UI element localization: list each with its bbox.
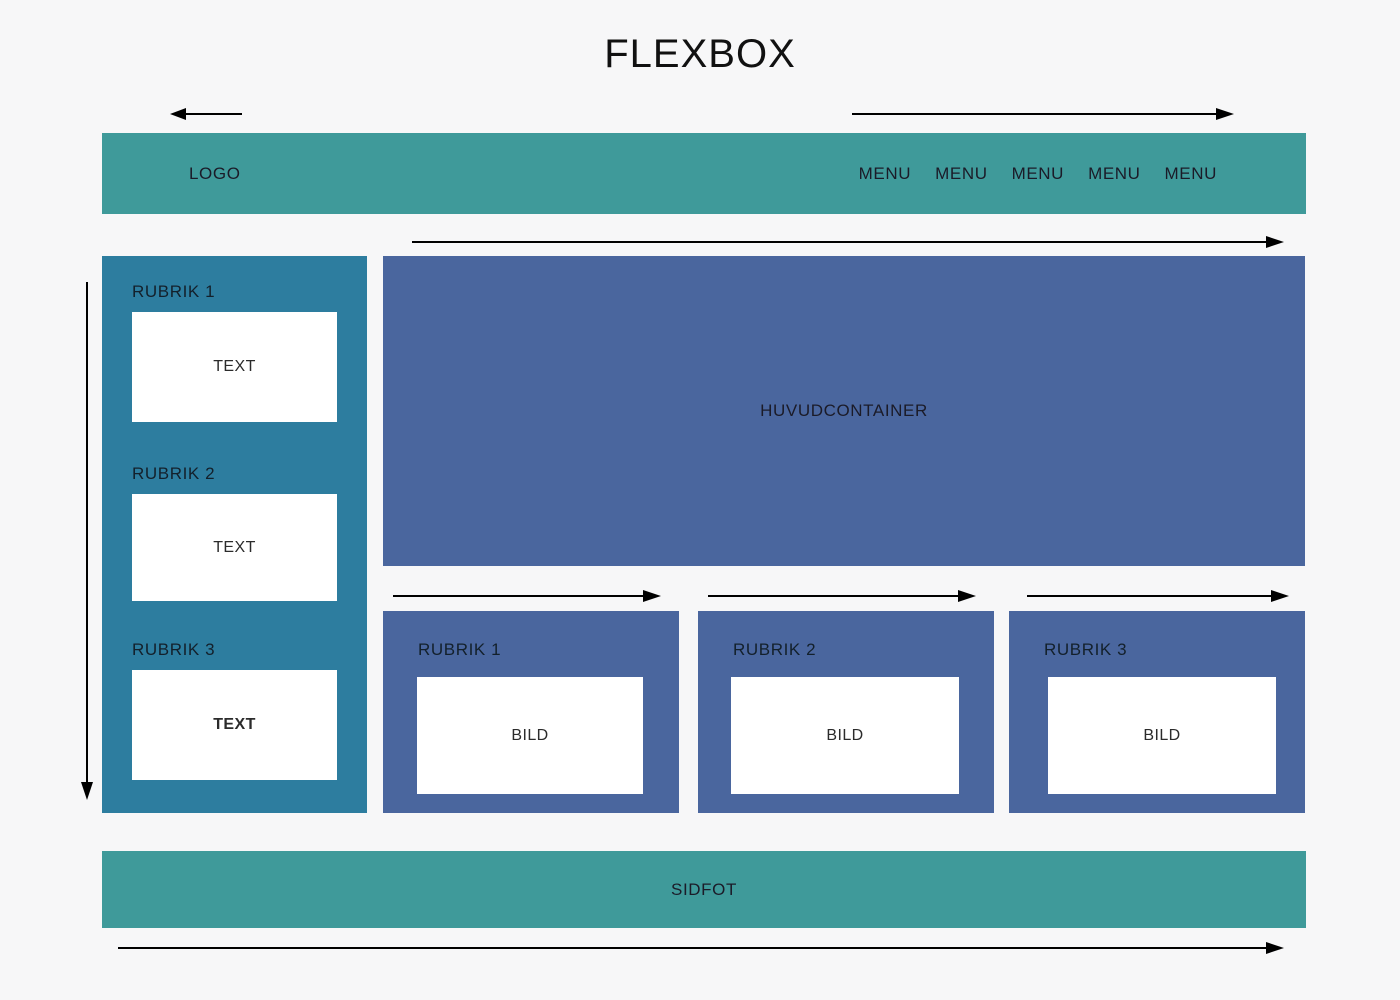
footer-bottom-arrow-icon <box>118 942 1284 954</box>
card-1-top-arrow-icon <box>393 590 661 602</box>
sidebar-section-1: RUBRIK 1 TEXT <box>132 282 337 422</box>
sidebar-heading-2: RUBRIK 2 <box>132 464 216 483</box>
card-image-label-2: BILD <box>826 726 864 744</box>
menu-item-4[interactable]: MENU <box>1088 163 1141 183</box>
menu-item-5[interactable]: MENU <box>1164 163 1217 183</box>
card-image-box-2: BILD <box>731 677 959 794</box>
page-title: FLEXBOX <box>604 32 796 76</box>
header-left-arrow-icon <box>170 108 242 120</box>
menu-item-1[interactable]: MENU <box>858 163 912 183</box>
sidebar-section-3: RUBRIK 3 TEXT <box>132 640 337 780</box>
content-card-2: RUBRIK 2 BILD <box>698 611 994 813</box>
main-container-top-arrow-icon <box>412 236 1284 248</box>
card-image-label-3: BILD <box>1143 726 1181 744</box>
logo-label: LOGO <box>189 163 241 183</box>
sidebar-text-label-3: TEXT <box>213 716 256 733</box>
sidebar-section-2: RUBRIK 2 TEXT <box>132 464 337 601</box>
sidebar-heading-1: RUBRIK 1 <box>132 282 216 301</box>
card-3-top-arrow-icon <box>1027 590 1289 602</box>
menu-item-3[interactable]: MENU <box>1011 163 1065 183</box>
card-image-label-1: BILD <box>511 726 549 744</box>
footer-bar: SIDFOT <box>102 851 1306 928</box>
header-bar: LOGO MENU MENU MENU MENU MENU <box>102 133 1306 214</box>
card-2-top-arrow-icon <box>708 590 976 602</box>
sidebar-vertical-arrow-icon <box>81 282 93 800</box>
sidebar-text-label-2: TEXT <box>213 538 256 556</box>
sidebar-text-box-1: TEXT <box>132 312 337 422</box>
menu-item-2[interactable]: MENU <box>935 163 988 183</box>
card-heading-3: RUBRIK 3 <box>1044 640 1128 659</box>
footer-label: SIDFOT <box>671 879 737 899</box>
sidebar-text-box-3: TEXT <box>132 670 337 780</box>
main-container: HUVUDCONTAINER <box>383 256 1305 566</box>
card-heading-1: RUBRIK 1 <box>418 640 502 659</box>
card-image-box-1: BILD <box>417 677 643 794</box>
sidebar-heading-3: RUBRIK 3 <box>132 640 216 659</box>
card-image-box-3: BILD <box>1048 677 1276 794</box>
menu-list: MENU MENU MENU MENU MENU <box>859 164 1217 184</box>
sidebar-container: RUBRIK 1 TEXT RUBRIK 2 TEXT RUBRIK 3 TEX… <box>102 256 367 813</box>
content-card-3: RUBRIK 3 BILD <box>1009 611 1305 813</box>
sidebar-text-label-1: TEXT <box>213 358 256 375</box>
header-right-arrow-icon <box>852 108 1234 120</box>
main-container-label: HUVUDCONTAINER <box>760 401 928 420</box>
card-heading-2: RUBRIK 2 <box>733 640 817 659</box>
sidebar-text-box-2: TEXT <box>132 494 337 601</box>
content-card-1: RUBRIK 1 BILD <box>383 611 679 813</box>
